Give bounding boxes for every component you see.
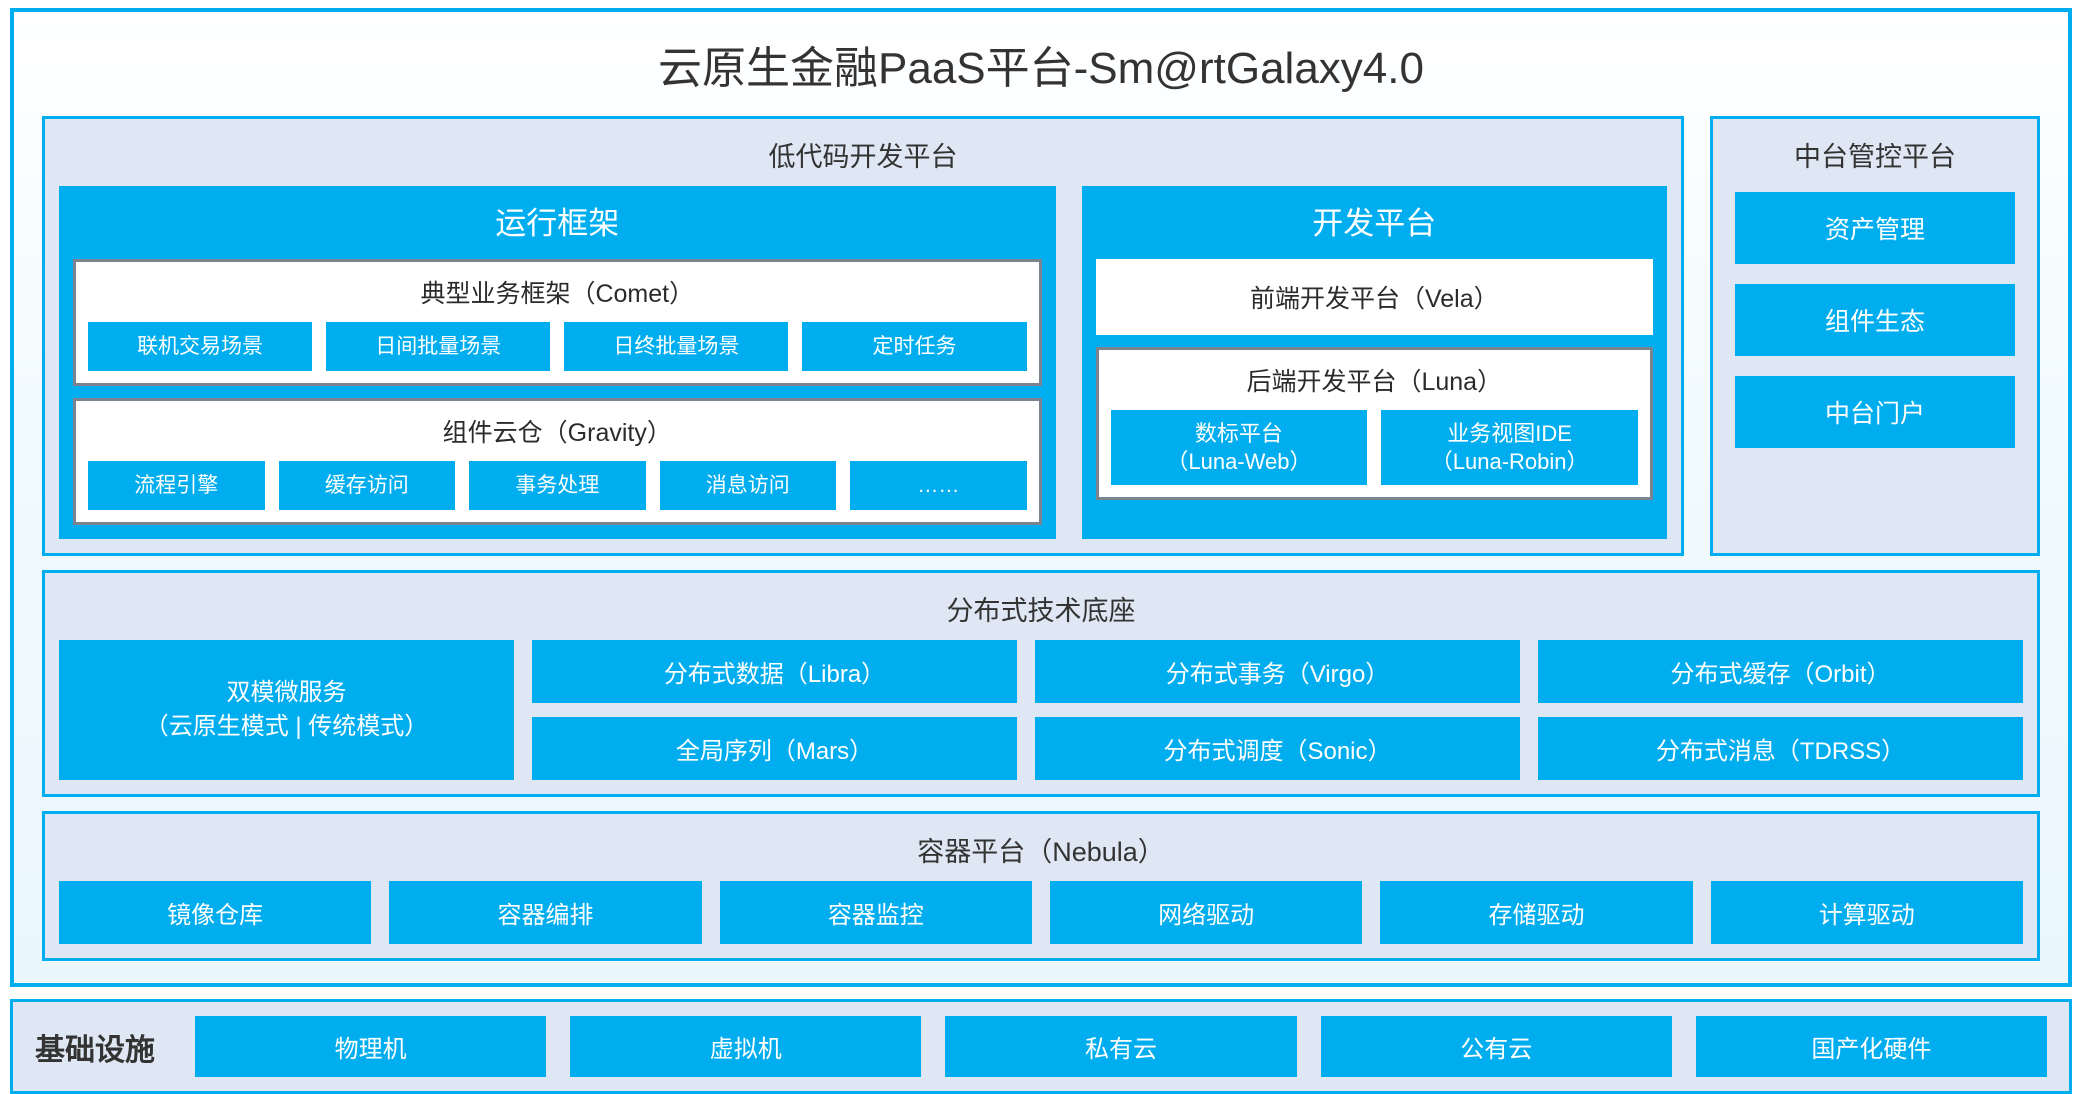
infrastructure-item-private-cloud[interactable]: 私有云 xyxy=(945,1016,1297,1078)
distributed-base-body: 双模微服务 （云原生模式 | 传统模式） 分布式数据（Libra） 全局序列（M… xyxy=(59,640,2023,781)
development-platform-title: 开发平台 xyxy=(1312,206,1437,241)
infrastructure-item-public-cloud[interactable]: 公有云 xyxy=(1320,1016,1672,1078)
luna-web-item[interactable]: 数标平台 （Luna-Web） xyxy=(1110,410,1368,485)
comet-box: 典型业务框架（Comet） 联机交易场景 日间批量场景 日终批量场景 定时任务 xyxy=(73,259,1042,387)
container-item-monitoring[interactable]: 容器监控 xyxy=(719,881,1032,945)
distributed-scheduling-sonic[interactable]: 分布式调度（Sonic） xyxy=(1035,717,1520,781)
frontend-platform-vela[interactable]: 前端开发平台（Vela） xyxy=(1095,259,1653,335)
gravity-item[interactable]: 消息访问 xyxy=(659,461,837,511)
distributed-column-3: 分布式缓存（Orbit） 分布式消息（TDRSS） xyxy=(1538,640,2023,781)
platform-main-frame: 云原生金融PaaS平台-Sm@rtGalaxy4.0 低代码开发平台 运行框架 … xyxy=(10,8,2072,988)
gravity-item[interactable]: 流程引擎 xyxy=(88,461,265,511)
luna-robin-code: （Luna-Robin） xyxy=(1430,448,1589,474)
infrastructure-item-virtual-machine[interactable]: 虚拟机 xyxy=(570,1016,922,1078)
console-item-portal[interactable]: 中台门户 xyxy=(1735,376,2015,448)
top-row: 低代码开发平台 运行框架 典型业务框架（Comet） 联机交易场景 日间批量场景… xyxy=(42,116,2040,557)
page-title: 云原生金融PaaS平台-Sm@rtGalaxy4.0 xyxy=(658,44,1424,93)
distributed-base-title: 分布式技术底座 xyxy=(946,596,1136,627)
lowcode-platform-title: 低代码开发平台 xyxy=(768,142,958,172)
infrastructure-item-row: 物理机 虚拟机 私有云 公有云 国产化硬件 xyxy=(195,1016,2048,1078)
distributed-column-2: 分布式事务（Virgo） 分布式调度（Sonic） xyxy=(1035,640,1520,781)
comet-title: 典型业务框架（Comet） xyxy=(420,280,695,308)
gravity-item[interactable]: 缓存访问 xyxy=(278,461,456,511)
luna-web-name: 数标平台 xyxy=(1194,421,1283,446)
dual-mode-microservice-line1: 双模微服务 xyxy=(226,678,347,706)
console-platform-title: 中台管控平台 xyxy=(1794,142,1956,172)
backend-platform-luna-box: 后端开发平台（Luna） 数标平台 （Luna-Web） 业务视图IDE （Lu… xyxy=(1095,347,1653,500)
container-item-network-driver[interactable]: 网络驱动 xyxy=(1049,881,1363,945)
luna-robin-item[interactable]: 业务视图IDE （Luna-Robin） xyxy=(1381,410,1639,485)
infrastructure-item-domestic-hardware[interactable]: 国产化硬件 xyxy=(1695,1016,2048,1078)
runtime-framework-title: 运行框架 xyxy=(495,206,620,241)
runtime-framework-card: 运行框架 典型业务框架（Comet） 联机交易场景 日间批量场景 日终批量场景 … xyxy=(59,186,1056,540)
gravity-item[interactable]: 事务处理 xyxy=(469,461,646,511)
global-sequence-mars[interactable]: 全局序列（Mars） xyxy=(532,717,1017,781)
console-item-list: 资产管理 组件生态 中台门户 xyxy=(1727,186,2023,539)
distributed-base-panel: 分布式技术底座 双模微服务 （云原生模式 | 传统模式） 分布式数据（Libra… xyxy=(42,570,2040,798)
infrastructure-label: 基础设施 xyxy=(35,1033,155,1067)
infrastructure-panel: 基础设施 物理机 虚拟机 私有云 公有云 国产化硬件 xyxy=(10,999,2072,1094)
architecture-diagram: 云原生金融PaaS平台-Sm@rtGalaxy4.0 低代码开发平台 运行框架 … xyxy=(10,8,2072,1094)
container-item-orchestration[interactable]: 容器编排 xyxy=(389,881,702,945)
lowcode-platform-body: 运行框架 典型业务框架（Comet） 联机交易场景 日间批量场景 日终批量场景 … xyxy=(59,186,1667,540)
luna-web-code: （Luna-Web） xyxy=(1166,448,1312,474)
gravity-box: 组件云仓（Gravity） 流程引擎 缓存访问 事务处理 消息访问 …… xyxy=(73,398,1042,526)
gravity-item-row: 流程引擎 缓存访问 事务处理 消息访问 …… xyxy=(88,461,1027,511)
comet-item[interactable]: 日间批量场景 xyxy=(326,322,551,372)
distributed-column-1: 分布式数据（Libra） 全局序列（Mars） xyxy=(532,640,1017,781)
container-item-row: 镜像仓库 容器编排 容器监控 网络驱动 存储驱动 计算驱动 xyxy=(59,881,2023,945)
comet-item[interactable]: 定时任务 xyxy=(802,322,1027,372)
comet-item[interactable]: 日终批量场景 xyxy=(564,322,789,372)
distributed-cache-orbit[interactable]: 分布式缓存（Orbit） xyxy=(1538,640,2023,704)
container-item-compute-driver[interactable]: 计算驱动 xyxy=(1710,881,2023,945)
console-item-asset-management[interactable]: 资产管理 xyxy=(1735,192,2015,264)
comet-item-row: 联机交易场景 日间批量场景 日终批量场景 定时任务 xyxy=(88,322,1027,372)
dual-mode-microservice-card[interactable]: 双模微服务 （云原生模式 | 传统模式） xyxy=(59,640,514,781)
container-platform-panel: 容器平台（Nebula） 镜像仓库 容器编排 容器监控 网络驱动 存储驱动 计算… xyxy=(42,811,2040,962)
container-item-storage-driver[interactable]: 存储驱动 xyxy=(1380,881,1693,945)
distributed-transaction-virgo[interactable]: 分布式事务（Virgo） xyxy=(1035,640,1520,704)
container-platform-title: 容器平台（Nebula） xyxy=(917,837,1165,868)
container-item-image-registry[interactable]: 镜像仓库 xyxy=(59,881,372,945)
luna-item-row: 数标平台 （Luna-Web） 业务视图IDE （Luna-Robin） xyxy=(1110,410,1639,485)
distributed-data-libra[interactable]: 分布式数据（Libra） xyxy=(532,640,1017,704)
infrastructure-item-physical-machine[interactable]: 物理机 xyxy=(195,1016,547,1078)
dual-mode-microservice-line2: （云原生模式 | 传统模式） xyxy=(144,713,429,741)
gravity-title: 组件云仓（Gravity） xyxy=(442,419,672,448)
development-platform-card: 开发平台 前端开发平台（Vela） 后端开发平台（Luna） 数标平台 （Lun… xyxy=(1081,186,1667,540)
lowcode-platform-panel: 低代码开发平台 运行框架 典型业务框架（Comet） 联机交易场景 日间批量场景… xyxy=(42,116,1684,557)
backend-platform-luna-title: 后端开发平台（Luna） xyxy=(1246,368,1503,396)
distributed-message-tdrss[interactable]: 分布式消息（TDRSS） xyxy=(1538,717,2023,781)
console-platform-panel: 中台管控平台 资产管理 组件生态 中台门户 xyxy=(1710,116,2040,557)
gravity-item-more[interactable]: …… xyxy=(850,461,1027,511)
luna-robin-name: 业务视图IDE xyxy=(1447,421,1572,446)
comet-item[interactable]: 联机交易场景 xyxy=(88,322,313,372)
console-item-component-ecosystem[interactable]: 组件生态 xyxy=(1735,284,2015,356)
